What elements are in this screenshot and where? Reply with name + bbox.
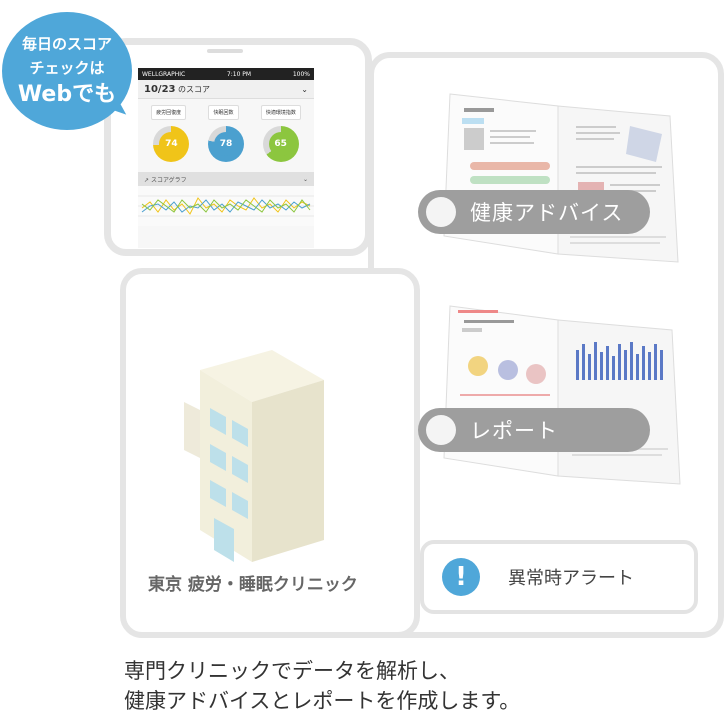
- caption: 専門クリニックでデータを解析し、 健康アドバイスとレポートを作成します。: [124, 656, 520, 716]
- alert-icon: !: [442, 558, 480, 596]
- bubble-line-1: 毎日のスコア: [21, 35, 112, 53]
- report-booklet-image: [443, 305, 681, 485]
- score-gauge-sleep: 78: [207, 126, 244, 162]
- score-gauge-fatigue: 74: [153, 126, 190, 162]
- graph-icon: ↗: [144, 176, 150, 184]
- category-environment[interactable]: 快適環境指数: [260, 105, 301, 120]
- time-label: 7:10 PM: [226, 70, 252, 78]
- status-bar: WELLGRAPHIC 7:10 PM 100%: [138, 68, 314, 80]
- toggle-dot-icon: [426, 197, 456, 227]
- score-graph: [138, 186, 314, 226]
- report-label: レポート: [470, 419, 558, 443]
- score-fatigue: 74: [159, 132, 184, 156]
- bubble-line-3: Webでも: [17, 82, 117, 107]
- advice-booklet-image: [443, 93, 679, 263]
- clinic-name: 東京 疲労・睡眠クリニック: [148, 575, 358, 595]
- score-graph-header[interactable]: ↗ スコアグラフ ⌄: [138, 172, 314, 186]
- score-gauges: 74 78 65: [138, 122, 314, 166]
- category-sleep[interactable]: 快眠回数: [208, 105, 239, 120]
- toggle-dot-icon: [426, 415, 456, 445]
- chevron-down-icon[interactable]: ⌄: [302, 175, 308, 183]
- alert-label: 異常時アラート: [508, 568, 634, 589]
- battery-label: 100%: [292, 70, 310, 78]
- alert-box: ! 異常時アラート: [420, 540, 698, 614]
- date-bar[interactable]: 10/23 のスコア ⌄: [138, 80, 314, 99]
- carrier-label: WELLGRAPHIC: [142, 70, 186, 78]
- category-fatigue[interactable]: 疲労回復度: [151, 105, 187, 120]
- score-sleep: 78: [213, 132, 238, 156]
- health-advice-label: 健康アドバイス: [470, 201, 624, 225]
- caption-line-1: 専門クリニックでデータを解析し、: [124, 659, 460, 683]
- caption-line-2: 健康アドバイスとレポートを作成します。: [124, 689, 521, 713]
- chevron-down-icon[interactable]: ⌄: [301, 84, 308, 94]
- date-suffix: のスコア: [178, 84, 211, 94]
- score-gauge-environment: 65: [262, 126, 299, 162]
- graph-label: スコアグラフ: [150, 176, 187, 184]
- health-advice-pill: 健康アドバイス: [418, 190, 650, 234]
- bubble-line-2: チェックは: [29, 59, 105, 77]
- category-row: 疲労回復度 快眠回数 快適環境指数: [138, 99, 314, 122]
- score-environment: 65: [268, 132, 293, 156]
- date-label: 10/23: [144, 83, 176, 95]
- report-pill: レポート: [418, 408, 650, 452]
- phone-screen: WELLGRAPHIC 7:10 PM 100% 10/23 のスコア ⌄ 疲労…: [138, 68, 314, 248]
- clinic-building-icon: [184, 350, 324, 562]
- web-check-bubble: 毎日のスコア チェックは Webでも: [2, 12, 132, 130]
